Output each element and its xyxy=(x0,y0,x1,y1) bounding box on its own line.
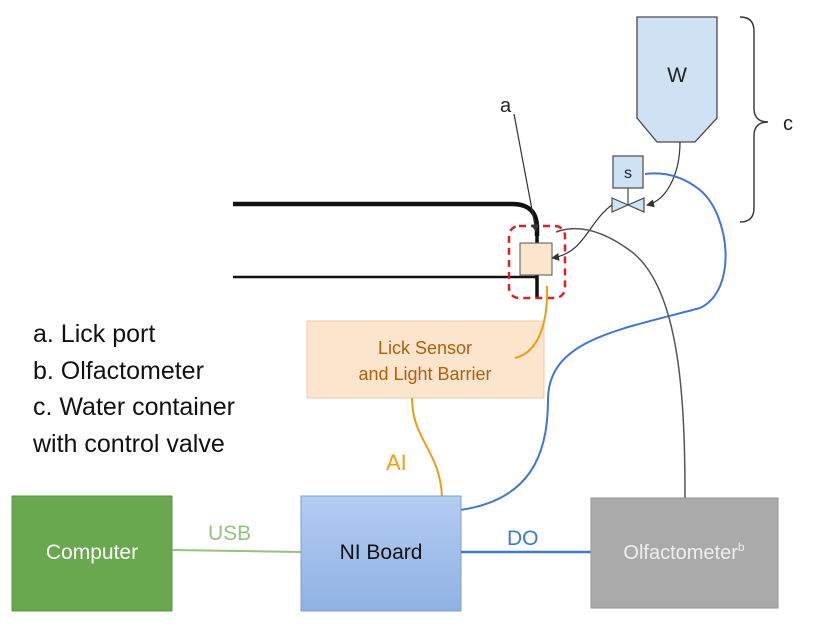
lick-sensor-label-line2: and Light Barrier xyxy=(358,364,491,384)
lickport-to-sensor-wire xyxy=(514,285,549,359)
usb-wire xyxy=(171,549,302,553)
lick-sensor-label-line1: Lick Sensor xyxy=(378,338,472,358)
water-tank xyxy=(636,16,718,143)
legend-item-water-container: c. Water container xyxy=(33,393,235,421)
lick-port-marker: a xyxy=(500,95,512,117)
ai-signal-label: AI xyxy=(386,450,407,475)
usb-signal-label: USB xyxy=(208,522,251,545)
ni-to-solenoid-wire xyxy=(459,172,727,511)
legend: a. Lick port b. Olfactometer c. Water co… xyxy=(33,316,293,462)
olfactometer-superscript: b xyxy=(738,540,745,554)
do-signal-label: DO xyxy=(507,527,539,550)
ni-board-box xyxy=(300,495,462,612)
ni-board-label: NI Board xyxy=(340,541,423,564)
valve-to-lickport-tube xyxy=(551,204,613,261)
brace-label: c xyxy=(783,113,793,135)
computer-label: Computer xyxy=(46,541,138,564)
valve-solenoid-label: s xyxy=(624,165,632,182)
lick-sensor-box xyxy=(306,320,545,399)
lick-port-pointer xyxy=(513,113,539,232)
olfactometer-box xyxy=(590,497,779,609)
lick-port xyxy=(519,242,553,276)
water-tank-label: W xyxy=(667,64,687,87)
olfactometer-to-lickport-wire xyxy=(555,227,686,499)
olfactometer-label-text: Olfactometer xyxy=(623,542,738,564)
chamber-top-wall xyxy=(233,201,540,236)
legend-item-control-valve: with control valve xyxy=(33,429,225,458)
water-container-brace xyxy=(739,16,769,223)
legend-item-olfactometer: b. Olfactometer xyxy=(33,356,204,385)
legend-item-lick-port: a. Lick port xyxy=(33,320,156,348)
tank-to-valve-tube xyxy=(646,141,681,208)
olfactometer-label: Olfactometerb xyxy=(623,540,744,564)
control-valve xyxy=(611,197,645,213)
ai-wire xyxy=(411,397,443,498)
computer-box xyxy=(11,495,173,612)
